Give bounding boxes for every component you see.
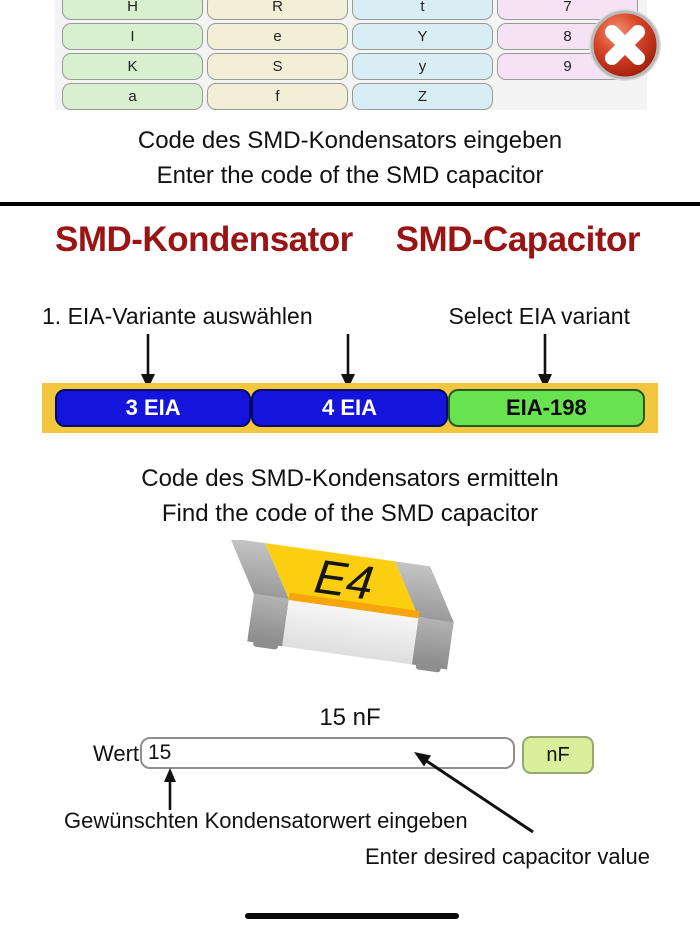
page-title-de: SMD-Kondensator <box>55 220 353 259</box>
step-label-en: Select EIA variant <box>448 303 630 329</box>
result-value-label: 15 nF <box>319 704 381 731</box>
key-a[interactable]: a <box>62 83 203 110</box>
value-label: Wert: <box>93 741 146 766</box>
unit-button[interactable]: nF <box>522 736 594 774</box>
key-7[interactable]: 7 <box>497 0 638 20</box>
value-input[interactable] <box>140 737 515 769</box>
find-caption-de: Code des SMD-Kondensators ermitteln <box>141 465 559 492</box>
key-K[interactable]: K <box>62 53 203 80</box>
eia-button-3-eia[interactable]: 3 EIA <box>55 389 252 427</box>
eia-button-eia-198[interactable]: EIA-198 <box>447 389 646 427</box>
arrow-to-eia198-icon <box>538 334 552 389</box>
annotation-de: Gewünschten Kondensatorwert eingeben <box>64 808 468 833</box>
find-caption-en: Find the code of the SMD capacitor <box>161 500 539 527</box>
capacitor-code-label: E4 <box>311 550 376 611</box>
arrow-to-3eia-icon <box>141 334 155 389</box>
enter-caption-en: Enter the code of the SMD capacitor <box>156 162 544 189</box>
key-f[interactable]: f <box>207 83 348 110</box>
eia-button-4-eia[interactable]: 4 EIA <box>251 389 448 427</box>
arrow-to-4eia-icon <box>341 334 355 389</box>
smd-capacitor-image: E4 <box>230 540 454 673</box>
annotation-en: Enter desired capacitor value <box>365 844 650 869</box>
page-title-en: SMD-Capacitor <box>395 220 641 259</box>
key-I[interactable]: I <box>62 23 203 50</box>
home-indicator <box>245 913 459 919</box>
close-icon <box>589 9 661 81</box>
key-H[interactable]: H <box>62 0 203 20</box>
close-keyboard-button[interactable] <box>586 6 664 84</box>
key-y[interactable]: y <box>352 53 493 80</box>
key-Y[interactable]: Y <box>352 23 493 50</box>
key-R[interactable]: R <box>207 0 348 20</box>
key-Z[interactable]: Z <box>352 83 493 110</box>
key-e[interactable]: e <box>207 23 348 50</box>
key-t[interactable]: t <box>352 0 493 20</box>
step-label-de: 1. EIA-Variante auswählen <box>42 303 313 329</box>
section-divider <box>0 202 700 206</box>
key-S[interactable]: S <box>207 53 348 80</box>
enter-caption-de: Code des SMD-Kondensators eingeben <box>137 127 563 154</box>
